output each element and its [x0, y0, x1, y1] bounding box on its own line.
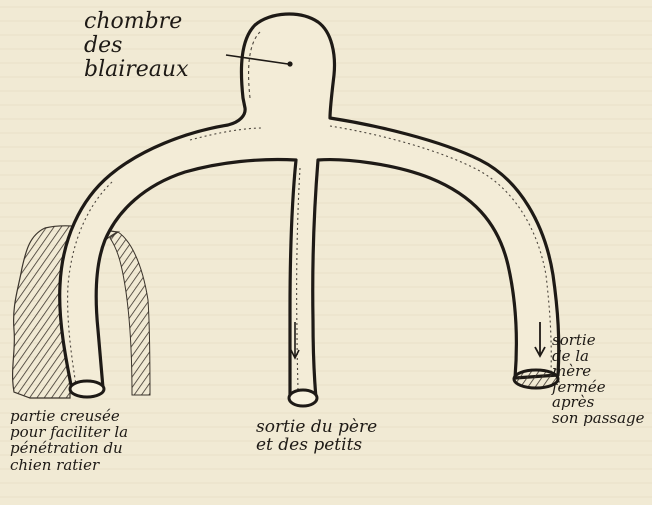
label-middle-exit: sortie du père et des petits	[256, 418, 377, 455]
left-exit-opening	[70, 381, 104, 397]
middle-exit-opening	[289, 390, 317, 406]
label-chamber: chombre des blaireaux	[84, 10, 189, 81]
chamber-pointer-dot	[287, 61, 292, 66]
label-left-exit: partie creusée pour faciliter la pénétra…	[10, 408, 128, 473]
label-right-exit: sortie de la mère fermée après son passa…	[552, 333, 645, 427]
